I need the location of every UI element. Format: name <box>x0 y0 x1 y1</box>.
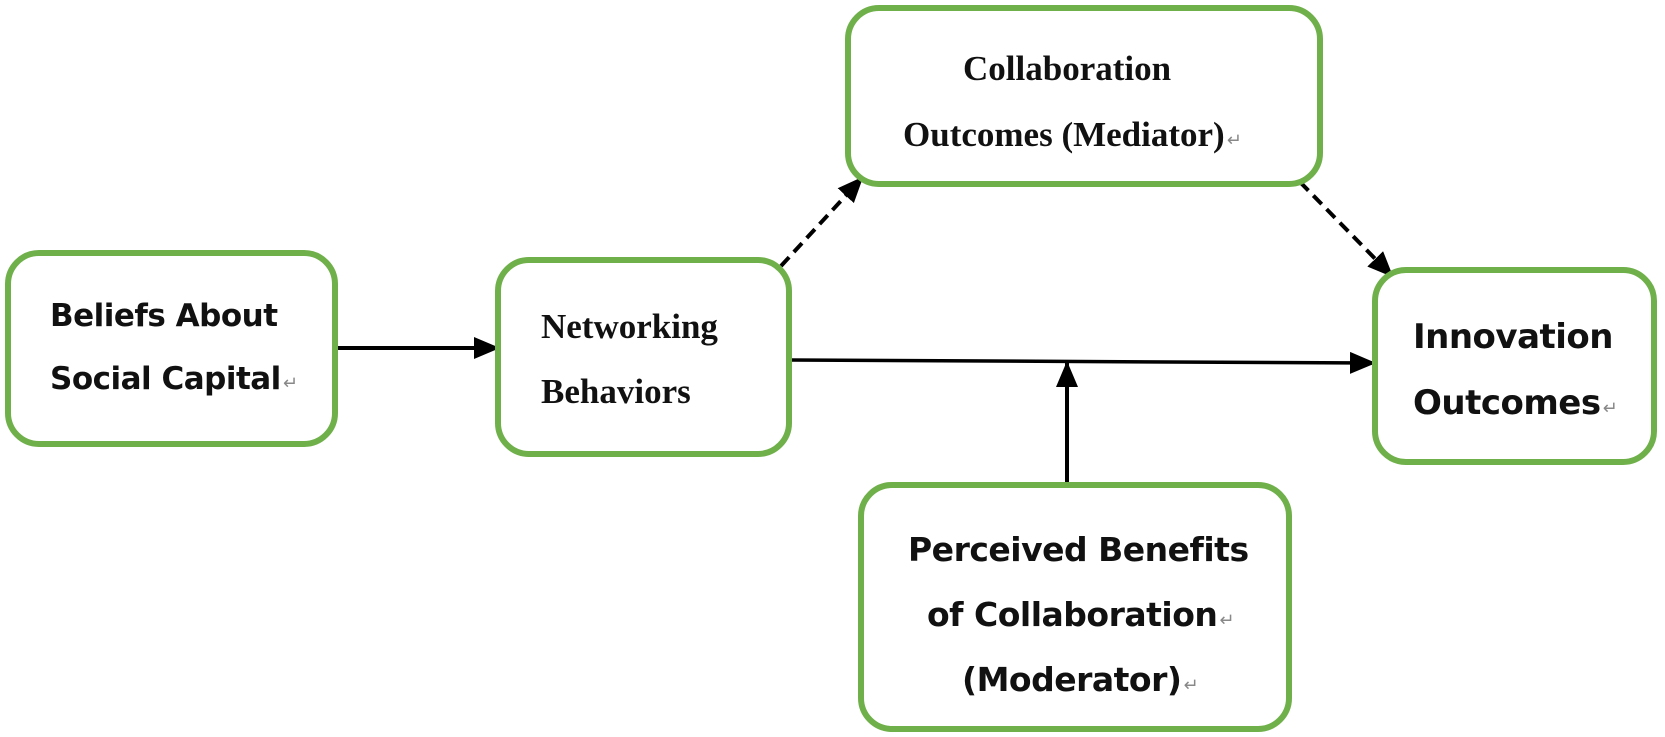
node-networking-behaviors: Networking Behaviors <box>495 257 792 457</box>
paragraph-mark-icon: ↵ <box>1219 610 1234 631</box>
node-label-line: Innovation <box>1413 317 1614 357</box>
node-label-line: Social Capital↵ <box>50 361 298 397</box>
paragraph-mark-icon: ↵ <box>1183 675 1199 696</box>
paragraph-mark-icon: ↵ <box>1226 130 1242 151</box>
node-collaboration-outcomes-mediator: Collaboration Outcomes (Mediator)↵ <box>845 5 1323 187</box>
node-label-line: Perceived Benefits <box>908 530 1249 569</box>
node-perceived-benefits-moderator: Perceived Benefits of Collaboration↵ (Mo… <box>858 482 1292 732</box>
node-innovation-outcomes: Innovation Outcomes↵ <box>1372 267 1657 465</box>
node-label-line: Beliefs About <box>50 298 278 334</box>
node-label-line: (Moderator)↵ <box>962 660 1199 699</box>
node-beliefs-about-social-capital: Beliefs About Social Capital↵ <box>5 250 338 447</box>
arrow-networking-to-innovation <box>789 351 1376 374</box>
node-label-line: Networking <box>541 307 718 346</box>
node-label-line: Outcomes (Mediator)↵ <box>903 115 1242 154</box>
dashed-arrow-networking-to-collaboration <box>779 176 864 268</box>
node-label-line: Behaviors <box>541 372 691 411</box>
paragraph-mark-icon: ↵ <box>282 373 298 394</box>
node-label-line: of Collaboration↵ <box>927 595 1234 634</box>
node-label-line: Outcomes↵ <box>1413 383 1618 423</box>
node-label-line: Collaboration <box>963 49 1172 88</box>
dashed-arrow-collaboration-to-innovation <box>1298 180 1394 278</box>
paragraph-mark-icon: ↵ <box>1602 398 1618 419</box>
